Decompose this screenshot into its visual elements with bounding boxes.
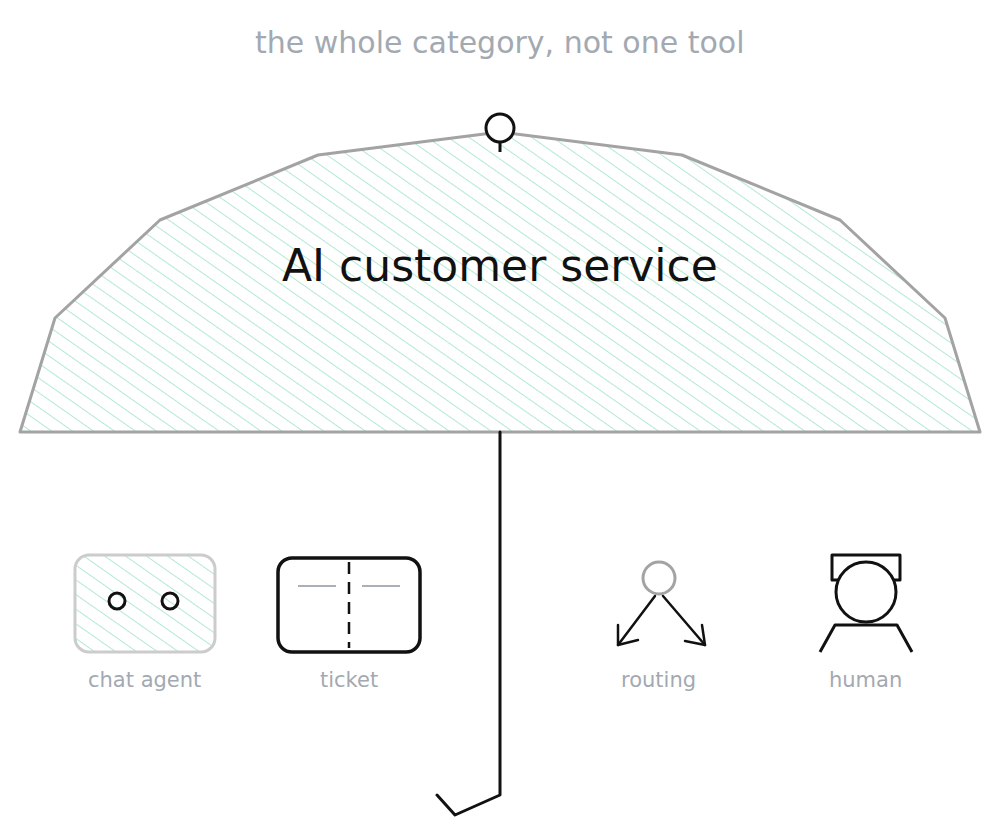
umbrella-canopy-region: AI customer service — [20, 120, 980, 432]
canopy-label: AI customer service — [282, 240, 718, 291]
umbrella-canopy — [20, 132, 980, 432]
chat-agent-icon — [75, 555, 215, 652]
icon-label: ticket — [320, 668, 378, 692]
routing-icon — [618, 562, 705, 645]
diagram-title: the whole category, not one tool — [255, 25, 745, 60]
icon-label: human — [829, 668, 902, 692]
ticket-icon — [278, 558, 420, 652]
umbrella-shaft — [437, 432, 500, 815]
icon-label: chat agent — [88, 668, 201, 692]
umbrella-knob — [486, 114, 514, 142]
icon-label: routing — [621, 668, 696, 692]
knob-stem — [499, 142, 502, 152]
human-icon — [820, 555, 912, 652]
